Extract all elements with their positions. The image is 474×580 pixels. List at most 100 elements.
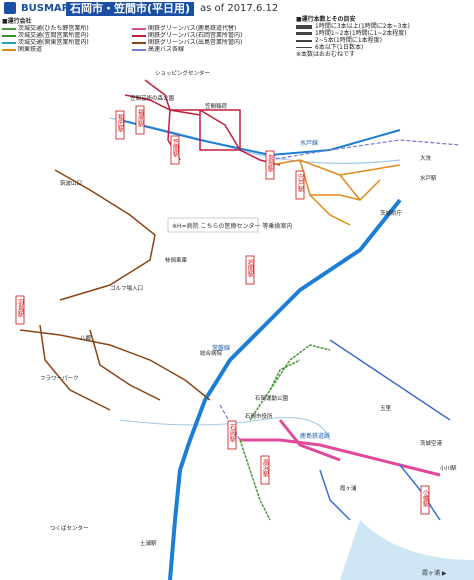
line-label: 常磐線 [212, 344, 230, 352]
station-marker-icon [420, 485, 430, 515]
frequency-item: 1時間に3本以上(1時間に2本~3本) [296, 23, 472, 30]
frequency-swatch-icon [296, 24, 312, 29]
station-tomobe[interactable]: 友部駅 [265, 150, 275, 180]
legend-swatch-icon [2, 34, 16, 37]
station-label: 笠間駅 [172, 138, 179, 158]
station-marker-icon [295, 170, 305, 200]
legend-swatch-icon [132, 34, 146, 37]
place-label: 柿岡車庫 [165, 256, 188, 264]
legend-label: 関鉄グリーンバス(鹿島鉄道代替) [148, 25, 237, 32]
river [119, 417, 331, 441]
legend-item: 高速バス各線 [132, 46, 258, 53]
legend-label: 茨城交通(関東営業所管内) [18, 39, 89, 46]
station-kasama[interactable]: 笠間駅 [170, 135, 180, 165]
legend-item: 茨城交通(関東営業所管内) [2, 39, 128, 46]
frequency-label: 6本以下(1日数本) [315, 44, 364, 51]
frequency-item: 1時間1~2本(1時間に1~2本程度) [296, 30, 472, 37]
legend-swatch-icon [132, 41, 146, 44]
station-label: 高浜駅 [262, 458, 269, 478]
station-shishido[interactable]: 宍戸駅 [295, 170, 305, 200]
place-label: フラワーパーク [40, 375, 78, 382]
place-label: 霞ヶ浦 [340, 484, 357, 492]
legend-swatch-icon [2, 27, 16, 30]
station-inada[interactable]: 稲田駅 [115, 110, 125, 140]
pink-route-group [240, 419, 441, 477]
station-label: 岩間駅 [247, 258, 254, 278]
place-label-group: 笠間芸術の森公園笠間稲荷茨城県庁筑波山口柿岡車庫フラワーパーク石岡市役所玉里小川… [40, 69, 457, 547]
place-label: 石岡運動公園 [255, 394, 289, 402]
footer-note: 霞ヶ浦 ▶ [422, 570, 447, 577]
station-label: 福原駅 [137, 108, 144, 128]
place-label: 土浦駅 [140, 539, 157, 547]
frequency-label: 2~5本(1時間に1本程度) [315, 37, 382, 44]
frequency-item: ※本数はおおむねです [296, 51, 472, 58]
mito-line [119, 119, 401, 157]
operator-legend: ■運行会社 茨城交通(ひたち野営業所)関鉄グリーンバス(鹿島鉄道代替)茨城交通(… [2, 18, 258, 53]
legend-grid: 茨城交通(ひたち野営業所) 関鉄グリーンバス(鹿島鉄道代替) 茨城交通(笠間営業所管… [2, 25, 258, 53]
legend-swatch-icon [132, 48, 146, 51]
place-label: ゴルフ場入口 [110, 284, 143, 292]
busmap-logo-icon [4, 2, 16, 14]
station-fukuhara[interactable]: 福原駅 [135, 105, 145, 135]
legend-label: 茨城交通(ひたち野営業所) [18, 25, 89, 32]
frequency-item: 6本以下(1日数本) [296, 44, 472, 51]
place-label: 大洗 [420, 154, 432, 162]
frequency-swatch-icon [296, 39, 312, 42]
station-marker-icon [170, 135, 180, 165]
station-label: 小幡駅 [422, 488, 429, 508]
legend-swatch-icon [132, 27, 146, 30]
legend-label: 茨城交通(笠間営業所管内) [18, 32, 89, 39]
station-iwama[interactable]: 岩間駅 [245, 255, 255, 285]
blue-route-group [319, 339, 451, 521]
line-label: 鹿島鉄道跡 [300, 432, 330, 440]
frequency-label: 1時間1~2本(1時間に1~2本程度) [315, 30, 407, 37]
legend-swatch-icon [2, 41, 16, 44]
station-takahama[interactable]: 高浜駅 [260, 455, 270, 485]
frequency-item: 2~5本(1時間に1本程度) [296, 37, 472, 44]
frequency-legend: ■運行本数とその目安 1時間に3本以上(1時間に2本~3本)1時間1~2本(1時… [296, 16, 472, 58]
as-of-date: as of 2017.6.12 [200, 3, 279, 14]
frequency-swatch-icon [296, 32, 312, 35]
legend-heading: ■運行会社 [2, 18, 32, 25]
brand-label: BUSMAP [21, 3, 69, 14]
line-label: 水戸線 [300, 139, 318, 147]
legend-item: 茨城交通(ひたち野営業所) [2, 25, 128, 32]
station-label: 稲田駅 [117, 113, 124, 133]
station-marker-icon [265, 150, 275, 180]
station-label: 石岡駅 [229, 424, 236, 443]
frequency-swatch-icon [296, 47, 312, 48]
place-label: ショッピングセンター [155, 69, 210, 77]
brown-route-group [19, 169, 211, 411]
place-label: 笠間稲荷 [205, 102, 228, 110]
river [109, 117, 401, 164]
station-label: 友部駅 [267, 153, 274, 173]
station-marker-icon [115, 110, 125, 140]
legend-item: 関鉄グリーンバス(石岡営業所管内) [132, 32, 258, 39]
place-label: 茨城県庁 [380, 209, 403, 217]
place-label: 水戸駅 [420, 174, 437, 182]
legend-item: 関鉄グリーンバス(鹿島鉄道代替) [132, 25, 258, 32]
station-koibuchi[interactable]: 小幡駅 [420, 485, 430, 515]
purple-route-group [219, 139, 461, 441]
place-label: つくばセンター [50, 524, 89, 532]
frequency-label: ※本数はおおむねです [296, 51, 356, 58]
station-label: 羽鳥駅 [17, 299, 24, 318]
place-label: 玉里 [380, 405, 392, 412]
legend-item: 関東鉄道 [2, 46, 128, 53]
place-label: 八郷 [80, 334, 92, 342]
station-hatori[interactable]: 羽鳥駅 [15, 295, 25, 325]
page-title: 石岡市・笠間市(平日用) [66, 2, 195, 16]
lake-kasumigaura [340, 520, 474, 580]
note-text: ※H=病院 こちらの医療センター 等乗換案内 [172, 222, 292, 230]
station-marker-icon [15, 295, 25, 325]
place-label: 小川駅 [440, 464, 457, 472]
legend-label: 関鉄グリーンバス(出島営業所管内) [148, 39, 243, 46]
legend-item: 茨城交通(笠間営業所管内) [2, 32, 128, 39]
station-marker-icon [260, 455, 270, 485]
station-ishioka[interactable]: 石岡駅 [227, 420, 237, 450]
station-marker-icon [227, 420, 237, 450]
route-map[interactable]: 石岡駅岩間駅笠間駅友部駅宍戸駅高浜駅羽鳥駅稲田駅福原駅小幡駅 笠間芸術の森公園笠… [0, 60, 474, 580]
place-label: 筑波山口 [60, 179, 82, 187]
